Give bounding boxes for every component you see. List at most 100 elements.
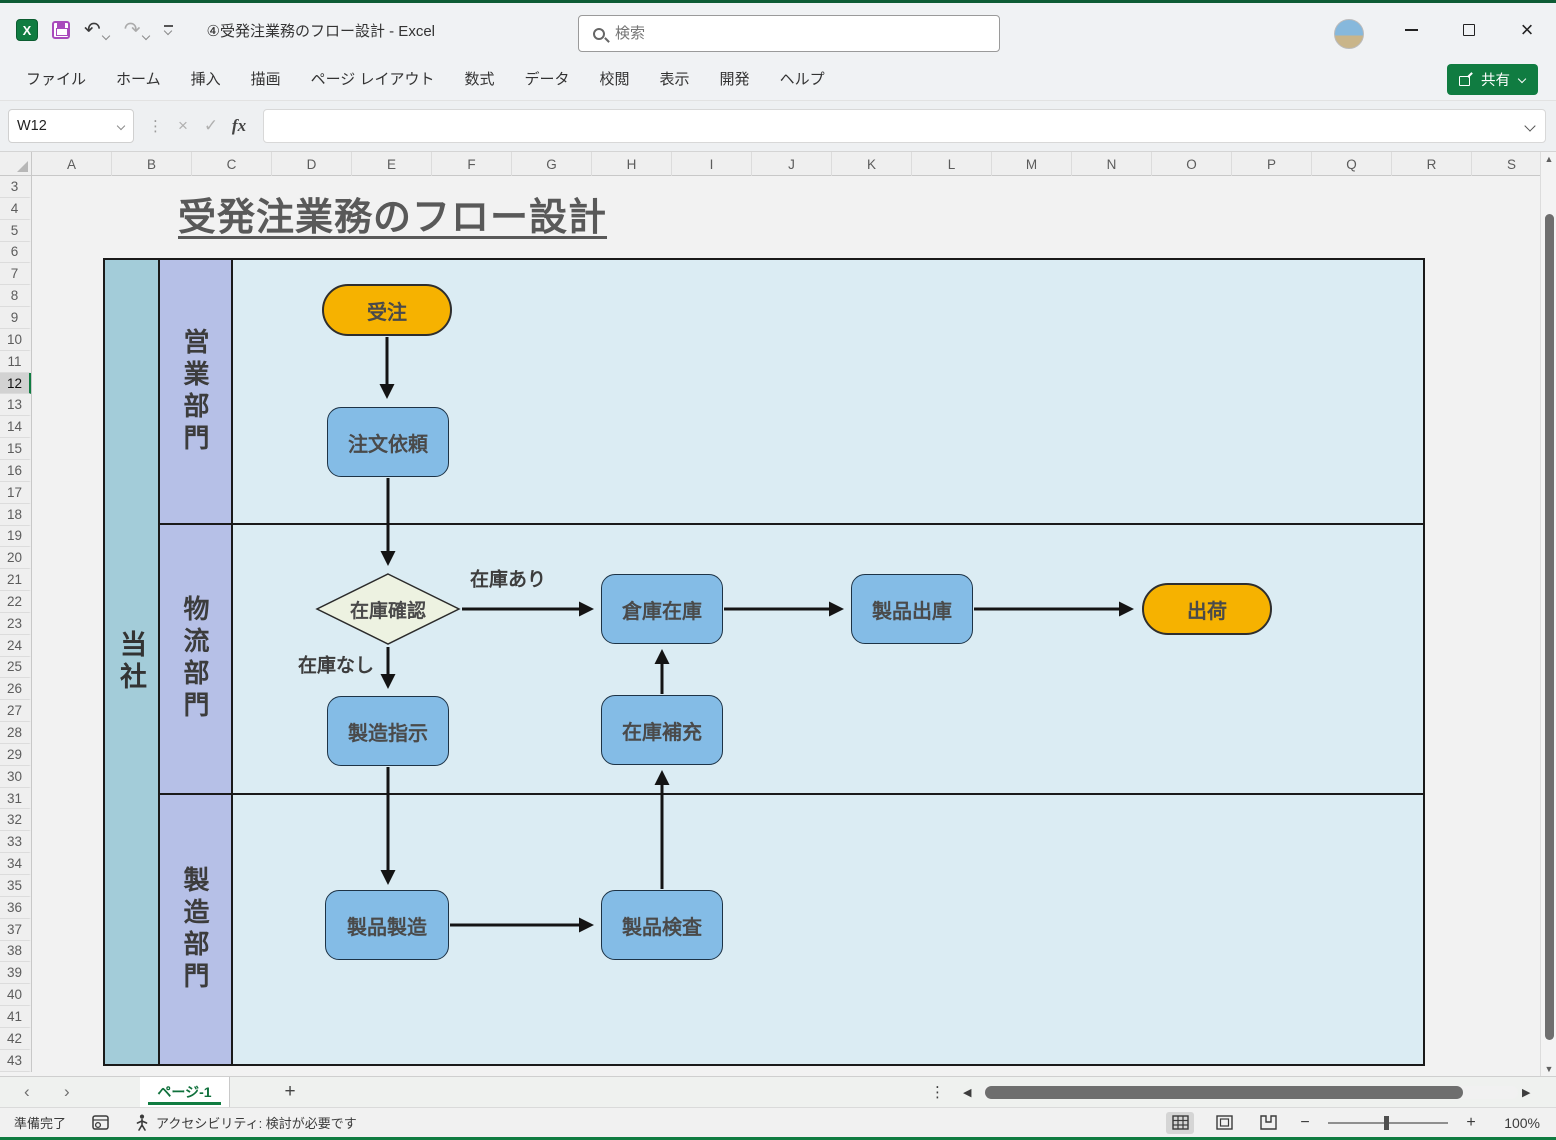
- column-header-O[interactable]: O: [1152, 152, 1232, 176]
- name-box[interactable]: W12: [8, 109, 134, 143]
- row-header-31[interactable]: 31: [0, 788, 31, 810]
- redo-chevron-icon[interactable]: [143, 33, 150, 40]
- undo-chevron-icon[interactable]: [103, 33, 110, 40]
- column-header-L[interactable]: L: [912, 152, 992, 176]
- row-header-8[interactable]: 8: [0, 285, 31, 308]
- maximize-button[interactable]: [1440, 3, 1498, 57]
- search-box[interactable]: [578, 15, 1000, 52]
- lane-label-1[interactable]: 物流部門: [160, 525, 233, 793]
- column-header-H[interactable]: H: [592, 152, 672, 176]
- column-header-B[interactable]: B: [112, 152, 192, 176]
- flow-node-product-inspection[interactable]: 製品検査: [601, 890, 723, 960]
- row-header-29[interactable]: 29: [0, 744, 31, 766]
- zoom-level[interactable]: 100%: [1504, 1114, 1540, 1131]
- column-header-R[interactable]: R: [1392, 152, 1472, 176]
- formula-cancel-button[interactable]: ×: [178, 116, 188, 135]
- flow-node-stock-replenishment[interactable]: 在庫補充: [601, 695, 723, 765]
- zoom-in-button[interactable]: +: [1466, 1113, 1476, 1131]
- row-header-37[interactable]: 37: [0, 919, 31, 941]
- column-header-N[interactable]: N: [1072, 152, 1152, 176]
- flow-node-product-outbound[interactable]: 製品出庫: [851, 574, 973, 644]
- vertical-scrollbar-thumb[interactable]: [1545, 214, 1554, 1040]
- undo-button[interactable]: ↶: [84, 20, 110, 40]
- flowchart[interactable]: 当社 営業部門物流部門製造部門 受注注文依頼在庫確認倉庫在庫製品出庫出荷製造指示…: [103, 258, 1425, 1066]
- row-header-10[interactable]: 10: [0, 329, 31, 351]
- menu-tab-6[interactable]: データ: [524, 71, 570, 88]
- select-all-corner[interactable]: [0, 152, 32, 176]
- row-header-18[interactable]: 18: [0, 504, 31, 526]
- qat-overflow-button[interactable]: [163, 25, 173, 35]
- row-header-20[interactable]: 20: [0, 547, 31, 570]
- row-header-4[interactable]: 4: [0, 198, 31, 220]
- accessibility-checker[interactable]: アクセシビリティ: 検討が必要です: [135, 1113, 357, 1132]
- row-header-13[interactable]: 13: [0, 394, 31, 417]
- row-header-43[interactable]: 43: [0, 1050, 31, 1072]
- scroll-left-icon[interactable]: ◀: [963, 1086, 972, 1099]
- scroll-right-icon[interactable]: ▶: [1522, 1086, 1531, 1099]
- flow-node-stock-check[interactable]: 在庫確認: [315, 572, 461, 646]
- row-header-22[interactable]: 22: [0, 591, 31, 613]
- menu-tab-7[interactable]: 校閲: [599, 71, 630, 88]
- excel-logo-icon[interactable]: X: [16, 19, 38, 41]
- formula-enter-button[interactable]: ✓: [203, 116, 219, 135]
- formula-bar-expand-icon[interactable]: [1525, 121, 1535, 131]
- menu-tab-1[interactable]: ホーム: [116, 71, 161, 88]
- row-header-40[interactable]: 40: [0, 984, 31, 1007]
- view-page-layout-button[interactable]: [1210, 1112, 1238, 1134]
- row-header-16[interactable]: 16: [0, 460, 31, 482]
- search-input[interactable]: [615, 25, 955, 42]
- column-header-G[interactable]: G: [512, 152, 592, 176]
- row-header-21[interactable]: 21: [0, 569, 31, 592]
- lane-label-0[interactable]: 営業部門: [160, 260, 233, 523]
- row-header-15[interactable]: 15: [0, 438, 31, 460]
- row-header-19[interactable]: 19: [0, 526, 31, 548]
- insert-function-button[interactable]: fx: [231, 116, 247, 135]
- scroll-down-icon[interactable]: ▼: [1544, 1064, 1554, 1074]
- tab-kebab-icon[interactable]: ⋮: [930, 1084, 945, 1101]
- close-button[interactable]: ×: [1498, 3, 1556, 57]
- view-normal-button[interactable]: [1166, 1111, 1194, 1134]
- column-header-D[interactable]: D: [272, 152, 352, 176]
- macro-record-button[interactable]: [92, 1115, 109, 1130]
- row-header-9[interactable]: 9: [0, 307, 31, 329]
- flow-node-manufacturing-order[interactable]: 製造指示: [327, 696, 449, 766]
- row-header-33[interactable]: 33: [0, 831, 31, 854]
- row-header-12[interactable]: 12: [0, 372, 31, 395]
- column-header-E[interactable]: E: [352, 152, 432, 176]
- horizontal-scrollbar[interactable]: [982, 1086, 1518, 1099]
- horizontal-scrollbar-thumb[interactable]: [985, 1086, 1463, 1099]
- row-header-23[interactable]: 23: [0, 613, 31, 635]
- flow-node-order-received[interactable]: 受注: [322, 284, 452, 336]
- menu-tab-5[interactable]: 数式: [464, 71, 495, 88]
- row-header-26[interactable]: 26: [0, 678, 31, 701]
- row-header-28[interactable]: 28: [0, 722, 31, 744]
- column-header-M[interactable]: M: [992, 152, 1072, 176]
- column-header-Q[interactable]: Q: [1312, 152, 1392, 176]
- flow-node-shipment[interactable]: 出荷: [1142, 583, 1272, 635]
- row-header-24[interactable]: 24: [0, 635, 31, 657]
- row-header-14[interactable]: 14: [0, 416, 31, 439]
- sheet-next-button[interactable]: ›: [64, 1082, 70, 1101]
- menu-tab-9[interactable]: 開発: [719, 71, 750, 88]
- menu-tab-10[interactable]: ヘルプ: [779, 71, 825, 88]
- column-header-F[interactable]: F: [432, 152, 512, 176]
- column-header-A[interactable]: A: [32, 152, 112, 176]
- edge-label-0[interactable]: 在庫あり: [469, 569, 547, 591]
- row-header-41[interactable]: 41: [0, 1006, 31, 1028]
- flow-node-product-manufacturing[interactable]: 製品製造: [325, 890, 449, 960]
- row-header-11[interactable]: 11: [0, 351, 31, 373]
- edge-label-1[interactable]: 在庫なし: [297, 655, 375, 677]
- redo-button[interactable]: ↷: [124, 20, 150, 40]
- formula-input[interactable]: [263, 109, 1546, 143]
- scroll-up-icon[interactable]: ▲: [1544, 154, 1554, 164]
- row-header-34[interactable]: 34: [0, 853, 31, 875]
- menu-tab-2[interactable]: 挿入: [190, 71, 221, 88]
- row-header-42[interactable]: 42: [0, 1028, 31, 1050]
- row-header-38[interactable]: 38: [0, 941, 31, 963]
- zoom-slider-thumb[interactable]: [1384, 1115, 1389, 1130]
- row-header-7[interactable]: 7: [0, 263, 31, 286]
- column-header-J[interactable]: J: [752, 152, 832, 176]
- menu-tab-4[interactable]: ページ レイアウト: [310, 71, 435, 88]
- row-header-17[interactable]: 17: [0, 482, 31, 504]
- row-header-36[interactable]: 36: [0, 897, 31, 919]
